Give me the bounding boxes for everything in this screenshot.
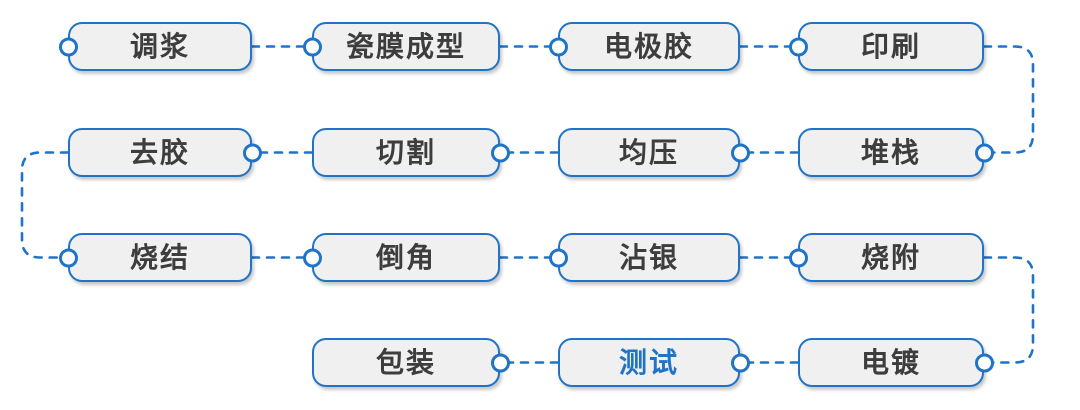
node-label: 电极胶 — [603, 30, 694, 62]
node-label: 倒角 — [375, 241, 436, 273]
node-cutting: 切割 — [312, 128, 510, 177]
input-port-dot — [548, 37, 568, 56]
node-plating: 电镀 — [798, 338, 994, 387]
input-port-dot — [974, 353, 994, 372]
node-chamfering: 倒角 — [302, 233, 500, 282]
input-port-dot — [548, 248, 568, 267]
input-port-dot — [58, 248, 78, 267]
input-port-dot — [730, 353, 750, 372]
node-binder-removal: 去胶 — [68, 128, 262, 177]
input-port-dot — [788, 248, 808, 267]
node-testing: 测试 — [558, 338, 750, 387]
node-label: 堆栈 — [860, 136, 921, 168]
node-label: 瓷膜成型 — [345, 30, 466, 62]
node-tape-casting: 瓷膜成型 — [302, 22, 500, 71]
node-electrode-paste: 电极胶 — [548, 22, 740, 71]
input-port-dot — [490, 143, 510, 162]
node-label: 烧结 — [129, 241, 190, 273]
input-port-dot — [490, 353, 510, 372]
input-port-dot — [242, 143, 262, 162]
input-port-dot — [302, 37, 322, 56]
node-firing: 烧附 — [788, 233, 984, 282]
node-pressing: 均压 — [558, 128, 750, 177]
node-sintering: 烧结 — [58, 233, 252, 282]
node-label: 切割 — [375, 136, 436, 168]
node-printing: 印刷 — [788, 22, 984, 71]
node-label: 均压 — [618, 136, 679, 168]
node-packaging: 包装 — [312, 338, 510, 387]
node-stacking: 堆栈 — [798, 128, 994, 177]
input-port-dot — [788, 37, 808, 56]
node-label: 调浆 — [129, 30, 190, 62]
node-silver-dipping: 沾银 — [548, 233, 740, 282]
input-port-dot — [58, 37, 78, 56]
link-firing-to-plating — [982, 256, 1035, 364]
input-port-dot — [974, 143, 994, 162]
link-binder-removal-to-sintering — [20, 151, 70, 259]
node-label: 电镀 — [860, 346, 921, 378]
node-label: 测试 — [618, 346, 679, 378]
input-port-dot — [302, 248, 322, 267]
node-label: 印刷 — [860, 30, 921, 62]
input-port-dot — [730, 143, 750, 162]
link-printing-to-stacking — [982, 45, 1035, 154]
node-slurry-mixing: 调浆 — [58, 22, 252, 71]
node-label: 烧附 — [860, 241, 921, 273]
node-label: 沾银 — [618, 241, 679, 273]
node-label: 去胶 — [129, 136, 190, 168]
node-label: 包装 — [375, 346, 436, 378]
